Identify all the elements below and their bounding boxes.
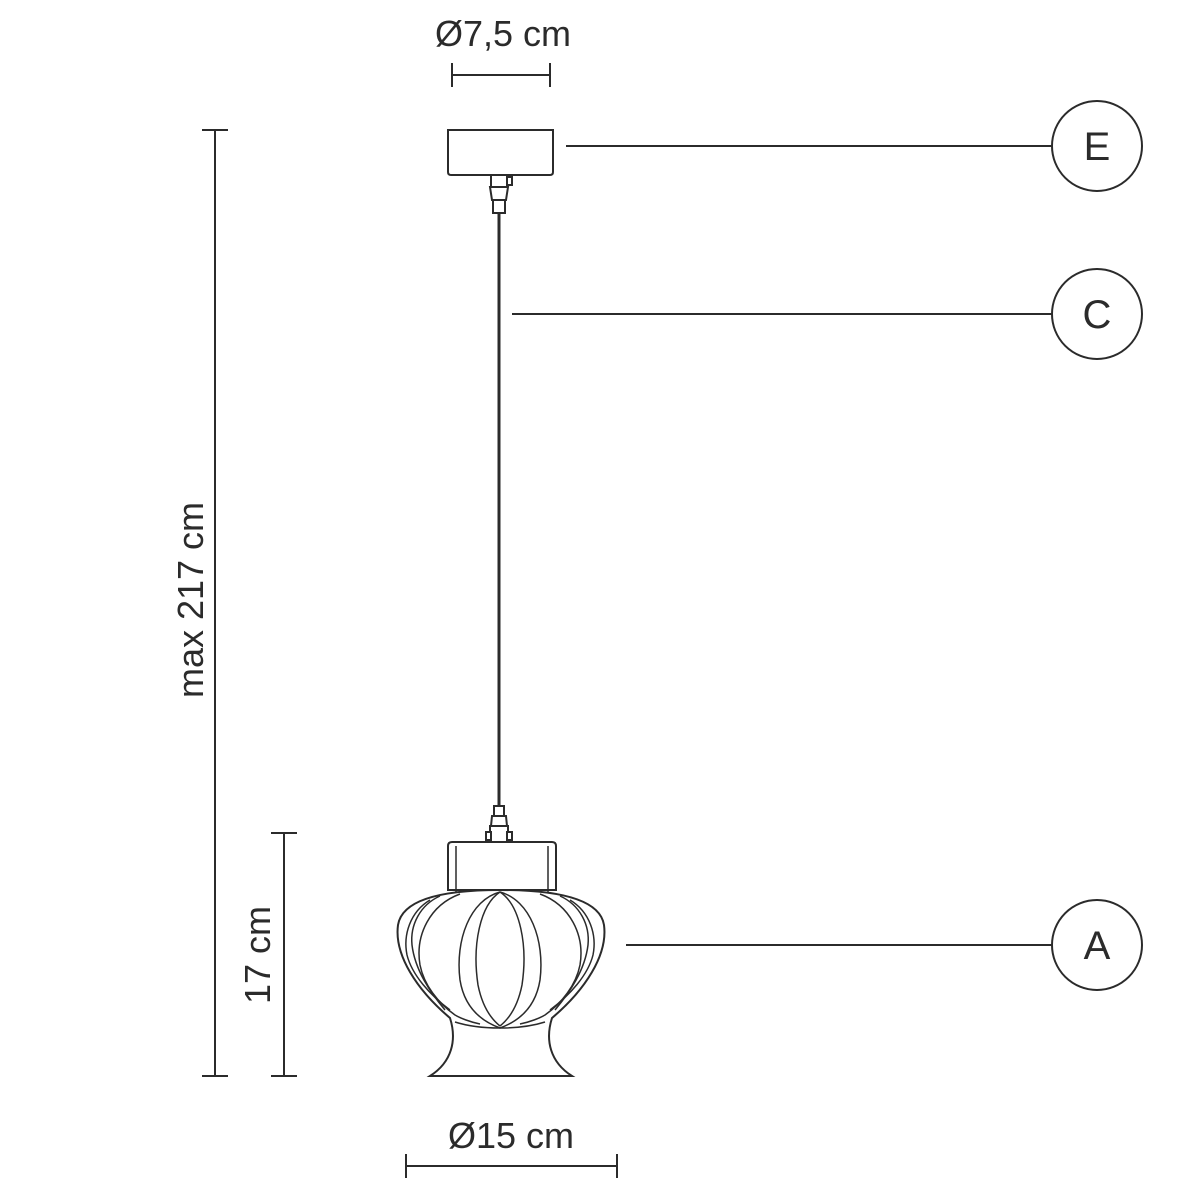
- shade-height-dimension: 17 cm: [237, 832, 297, 1077]
- lamp-connector: [485, 805, 513, 843]
- shade-height-label: 17 cm: [237, 906, 278, 1004]
- callout-A-label: A: [1084, 924, 1111, 968]
- max-height-dimension: max 217 cm: [170, 129, 228, 1077]
- callout-E: E: [566, 100, 1143, 192]
- callout-E-circle: [1051, 100, 1143, 192]
- max-height-label: max 217 cm: [170, 502, 211, 698]
- callout-E-label: E: [1084, 125, 1111, 169]
- callout-C: C: [512, 268, 1143, 360]
- shade-diameter-dimension: Ø15 cm: [405, 1115, 618, 1178]
- ceiling-canopy: [447, 129, 554, 214]
- lamp-cap: [447, 841, 557, 896]
- callout-A-circle: [1051, 899, 1143, 991]
- callout-A: A: [626, 899, 1143, 991]
- glass-shade: [396, 888, 606, 1077]
- canopy-diameter-dimension: Ø7,5 cm: [435, 13, 571, 87]
- callout-C-circle: [1051, 268, 1143, 360]
- shade-diameter-label: Ø15 cm: [448, 1115, 574, 1156]
- canopy-diameter-label: Ø7,5 cm: [435, 13, 571, 54]
- callout-C-label: C: [1083, 293, 1112, 337]
